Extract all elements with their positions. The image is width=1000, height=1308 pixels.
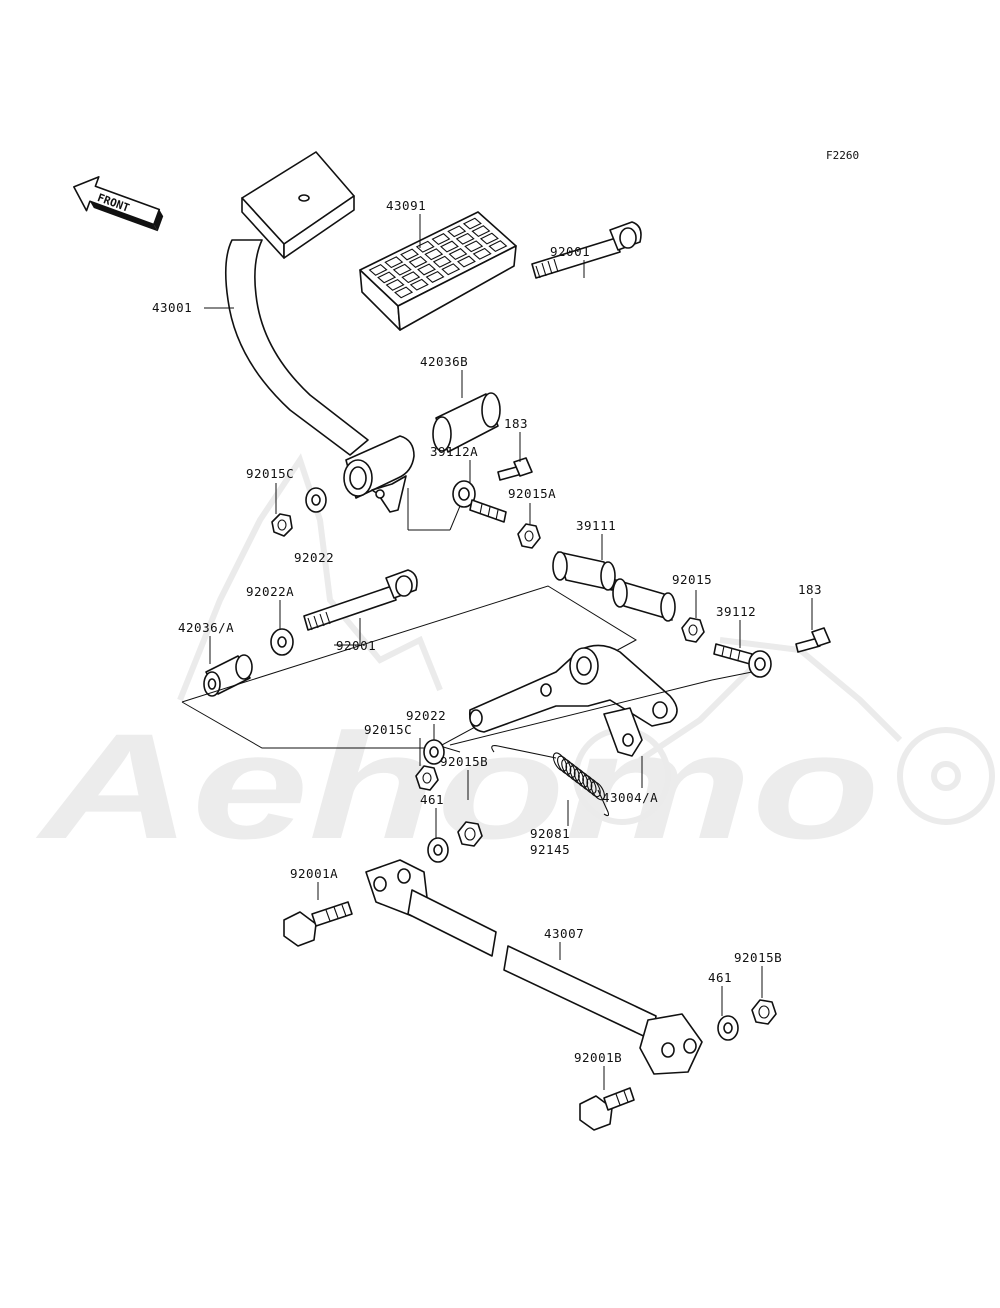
label-461-low: 461 <box>708 970 732 985</box>
label-92001A: 92001A <box>290 866 338 881</box>
nut-92015C-mid <box>415 765 439 791</box>
watermark-text: Aehomo <box>34 702 880 870</box>
pad-cell <box>462 217 482 230</box>
bolt-183-lower <box>795 627 831 653</box>
pad-cell <box>385 278 405 291</box>
nut-92015C-top <box>271 513 293 537</box>
watermark-wheel-icon <box>897 727 995 825</box>
rod-end-39112 <box>713 643 772 678</box>
pad-cell <box>479 232 499 245</box>
leader-lines <box>204 214 813 1090</box>
pad-cell <box>425 270 445 283</box>
pad-cell <box>440 240 459 253</box>
nut-92015B-low <box>751 999 777 1025</box>
nut-92015B-mid <box>457 821 483 847</box>
label-461-mid: 461 <box>420 792 444 807</box>
washer-92015C-top <box>305 487 327 513</box>
label-92001B: 92001B <box>574 1050 622 1065</box>
label-92015C-top: 92015C <box>246 466 294 481</box>
label-92081: 92081 <box>530 826 570 841</box>
rod-39111 <box>552 551 676 622</box>
washer-461-low <box>717 1015 739 1041</box>
pad-cell <box>415 240 435 253</box>
label-183-lower: 183 <box>798 582 822 597</box>
pad-cell <box>464 240 484 253</box>
pad-cell <box>447 225 467 238</box>
label-92022-mid: 92022 <box>406 708 446 723</box>
bolt-92001-mid <box>303 569 418 631</box>
pad-cell <box>400 248 419 261</box>
washer-92022-mid <box>423 739 445 765</box>
label-92015B-mid: 92015B <box>440 754 488 769</box>
label-39112: 39112 <box>716 604 756 619</box>
label-43007: 43007 <box>544 926 584 941</box>
brake-pedal-43001 <box>224 151 415 513</box>
bolt-92001B <box>579 1087 635 1131</box>
pad-cell <box>472 247 492 260</box>
label-92022-top: 92022 <box>294 550 334 565</box>
washer-461-mid <box>427 837 449 863</box>
washer-92022A <box>270 628 294 656</box>
label-43091: 43091 <box>386 198 426 213</box>
pad-cell <box>424 248 444 261</box>
label-39112A: 39112A <box>430 444 478 459</box>
pad-cell <box>448 248 468 261</box>
collar-42036A <box>203 654 253 697</box>
pad-cell <box>431 233 451 246</box>
pad-cell <box>377 271 397 284</box>
label-92015B-low: 92015B <box>734 950 782 965</box>
bolt-92001-top <box>531 221 642 279</box>
label-43001: 43001 <box>152 300 192 315</box>
pad-cell <box>457 255 476 268</box>
bolt-92001A <box>283 901 353 947</box>
label-92015C-mid: 92015C <box>364 722 412 737</box>
label-92145: 92145 <box>530 842 570 857</box>
bolt-183-upper <box>497 457 533 481</box>
pad-cell <box>401 271 421 284</box>
figure-code: F2260 <box>826 149 859 162</box>
brake-rod-43007 <box>365 859 703 1075</box>
pad-cell <box>368 263 388 276</box>
nut-92015 <box>681 617 705 643</box>
spring-coil <box>586 778 601 798</box>
part-labels: 43001 43091 92001 42036B 183 39112A 9201… <box>152 198 822 1065</box>
label-92001-top: 92001 <box>550 244 590 259</box>
assembly-outline <box>181 585 638 753</box>
pad-cell <box>455 232 475 245</box>
pad-cell <box>441 263 461 276</box>
pad-cell <box>488 240 508 253</box>
collar-42036B <box>432 392 501 453</box>
pedal-rubber-43091 <box>359 211 517 331</box>
bracket-43004A <box>468 644 678 757</box>
rod-end-39112A <box>452 480 507 523</box>
pad-cell <box>394 286 414 299</box>
pad-cell <box>384 256 404 269</box>
pad-cell <box>409 278 429 291</box>
pad-cell <box>392 263 412 276</box>
label-42036B: 42036B <box>420 354 468 369</box>
watermark: Aehomo <box>34 453 995 870</box>
spring-92081 <box>491 745 610 817</box>
pad-cell <box>471 225 491 238</box>
label-183-upper: 183 <box>504 416 528 431</box>
pad-cell <box>417 263 436 276</box>
label-92022A: 92022A <box>246 584 294 599</box>
label-43004A: 43004/A <box>602 790 658 805</box>
nut-92015A <box>517 523 541 549</box>
label-92015: 92015 <box>672 572 712 587</box>
pad-cell <box>432 255 452 268</box>
label-42036A: 42036/A <box>178 620 234 635</box>
front-arrow-icon: FRONT <box>73 176 164 232</box>
label-92001-mid: 92001 <box>336 638 376 653</box>
label-92015A: 92015A <box>508 486 556 501</box>
pad-cell <box>408 255 428 268</box>
label-39111: 39111 <box>576 518 616 533</box>
